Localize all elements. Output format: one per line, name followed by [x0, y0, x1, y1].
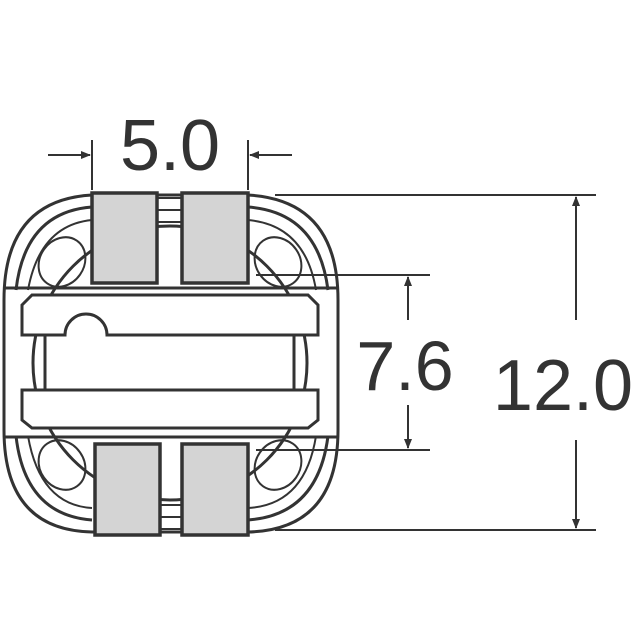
core-circle	[31, 224, 309, 502]
outer-body-outline	[2, 193, 340, 534]
wire-loop-top-left	[37, 236, 87, 288]
outer-winding-top	[14, 205, 330, 291]
pad-bottom-left	[93, 442, 162, 537]
pad-top-left	[90, 191, 159, 285]
inner-winding-bottom	[27, 435, 317, 509]
inner-winding-top	[27, 219, 317, 291]
component-body	[2, 191, 340, 537]
wire-loop-bottom-left	[37, 439, 87, 491]
flange-bottom	[20, 388, 320, 430]
dimension-inner-height: 7.6	[256, 274, 454, 451]
pad-bottom-right	[180, 442, 250, 537]
wire-loop-top-right	[253, 236, 303, 288]
dimension-overall-height: 12.0	[275, 194, 633, 531]
dimension-pad-span: 5.0	[48, 106, 292, 190]
pad-top-right	[180, 191, 250, 285]
outer-winding-bottom	[14, 435, 330, 522]
flange-top	[20, 293, 320, 337]
wire-top	[157, 197, 182, 223]
dimension-label-inner-height: 7.6	[356, 327, 453, 405]
dimension-label-overall-height: 12.0	[493, 346, 633, 426]
dimension-label-pad-span: 5.0	[120, 106, 220, 186]
wire-loop-bottom-right	[253, 439, 303, 491]
wire-bottom	[160, 504, 182, 530]
